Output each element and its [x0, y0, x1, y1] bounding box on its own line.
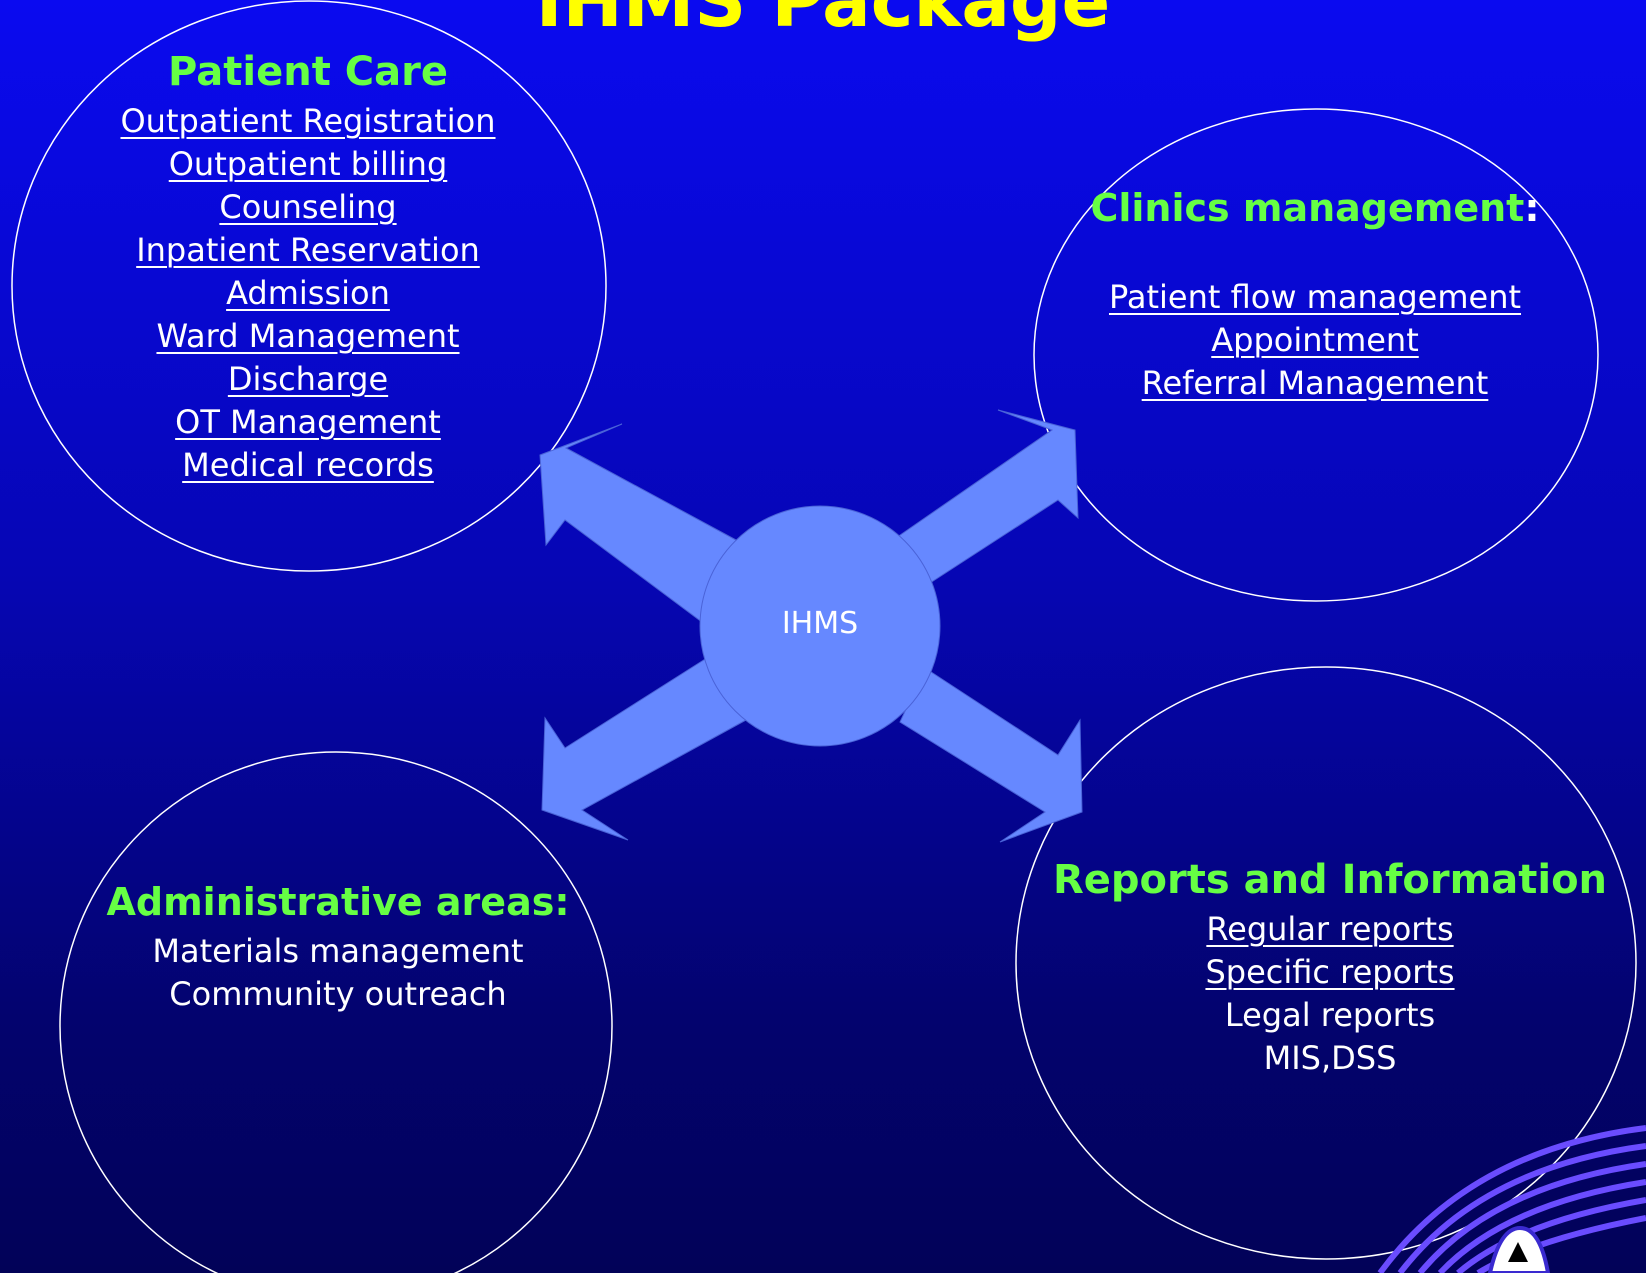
reports-item-mis-dss: MIS,DSS: [1263, 1039, 1397, 1077]
clinics-heading-colon: :: [1524, 186, 1540, 230]
admin-list: Materials management Community outreach: [78, 930, 598, 1016]
link-ot-management[interactable]: OT Management: [175, 403, 441, 441]
admin-circle: [59, 751, 613, 1273]
link-medical-records[interactable]: Medical records: [182, 446, 434, 484]
link-admission[interactable]: Admission: [226, 274, 390, 312]
eye-drop-icon: [1508, 1242, 1528, 1262]
slide-title: IHMS Package: [535, 0, 1111, 43]
link-discharge[interactable]: Discharge: [227, 360, 389, 398]
patient-care-heading: Patient Care: [168, 49, 448, 95]
link-appointment[interactable]: Appointment: [1211, 321, 1419, 359]
link-referral-management[interactable]: Referral Management: [1141, 364, 1489, 402]
admin-item-community: Community outreach: [169, 975, 507, 1013]
link-patient-flow-management[interactable]: Patient flow management: [1108, 278, 1522, 316]
link-inpatient-reservation[interactable]: Inpatient Reservation: [136, 231, 480, 269]
reports-item-legal: Legal reports: [1224, 996, 1436, 1034]
patient-care-list: Outpatient Registration Outpatient billi…: [58, 100, 558, 487]
link-regular-reports[interactable]: Regular reports: [1206, 910, 1454, 948]
link-ward-management[interactable]: Ward Management: [156, 317, 460, 355]
reports-list: Regular reports Specific reports Legal r…: [1030, 908, 1630, 1080]
link-counseling[interactable]: Counseling: [219, 188, 397, 226]
patient-care-circle: [11, 0, 607, 572]
admin-heading: Administrative areas:: [106, 880, 570, 924]
clinics-heading: Clinics management:: [1050, 180, 1580, 236]
hub-label: IHMS: [781, 606, 859, 641]
reports-circle: [1015, 666, 1637, 1260]
link-outpatient-registration[interactable]: Outpatient Registration: [120, 102, 496, 140]
link-outpatient-billing[interactable]: Outpatient billing: [168, 145, 448, 183]
patient-care-section: Patient Care Outpatient Registration Out…: [58, 44, 558, 487]
reports-heading: Reports and Information: [1052, 857, 1608, 903]
arrow-southeast: [899, 667, 1083, 843]
arrow-southwest: [541, 655, 747, 841]
clinics-list: Patient flow management Appointment Refe…: [1050, 276, 1580, 405]
reports-section: Reports and Information Regular reports …: [1030, 852, 1630, 1080]
arrow-northeast: [892, 409, 1079, 595]
clinics-circle: [1033, 108, 1599, 602]
arrows: [539, 409, 1083, 843]
clinics-heading-text: Clinics management: [1090, 186, 1525, 230]
arrow-northwest: [539, 423, 737, 629]
hub-circle: [699, 505, 941, 747]
admin-section: Administrative areas: Materials manageme…: [78, 874, 598, 1016]
link-specific-reports[interactable]: Specific reports: [1205, 953, 1455, 991]
clinics-section: Clinics management: Patient flow managem…: [1050, 180, 1580, 405]
admin-item-materials: Materials management: [152, 932, 524, 970]
